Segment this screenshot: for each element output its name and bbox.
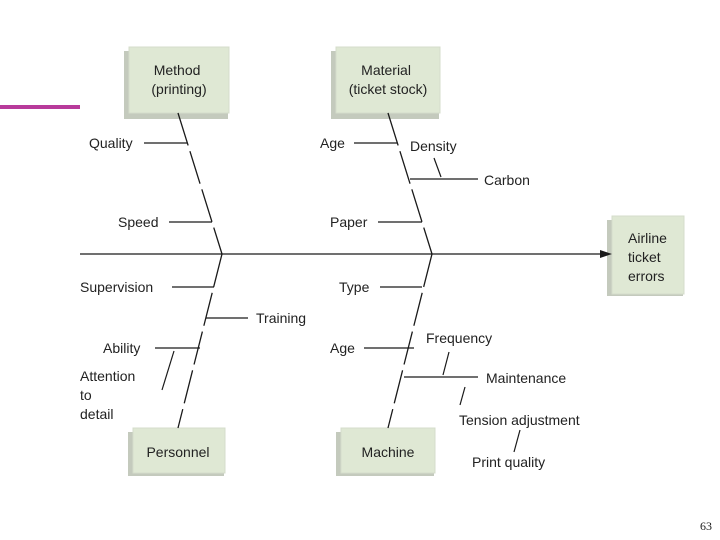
cause-paper: Paper [330,214,368,230]
cause-training: Training [256,310,306,326]
method-title: Method [154,62,201,78]
category-box-material: Material (ticket stock) [331,46,441,119]
category-box-method: Method (printing) [124,46,230,119]
category-box-personnel: Personnel [128,427,226,476]
frequency-stub [442,351,450,376]
spine-arrowhead [600,250,612,258]
cause-supervision: Supervision [80,279,153,295]
material-title: Material [361,62,411,78]
page-number: 63 [700,519,712,533]
effect-line-3: errors [628,268,665,284]
svg-text:Airline ticket err: Airline ticket errors [628,230,671,284]
personnel-bone [177,253,223,429]
personnel-title: Personnel [146,444,209,460]
effect-box: Airline ticket errors [607,215,685,296]
machine-bone [387,253,433,429]
material-subtitle: (ticket stock) [349,81,428,97]
svg-text:Material (ticket stock): Material (ticket stock) [349,62,428,97]
effect-line-1: Airline [628,230,667,246]
cause-machine-age: Age [330,340,355,356]
cause-frequency: Frequency [426,330,492,346]
cause-print-quality: Print quality [472,454,545,470]
cause-density: Density [410,138,457,154]
print-quality-stub [513,429,521,453]
density-stub [433,157,442,178]
machine-title: Machine [362,444,415,460]
attention-stub [161,350,175,391]
effect-line-2: ticket [628,249,661,265]
accent-bar [0,105,80,109]
svg-text:Method (printing): Method (printing) [151,62,206,97]
cause-type: Type [339,279,370,295]
category-box-machine: Machine [336,427,436,476]
cause-material-age: Age [320,135,345,151]
material-bone [387,112,433,255]
cause-carbon: Carbon [484,172,530,188]
cause-tension-adjustment: Tension adjustment [459,412,580,428]
cause-maintenance: Maintenance [486,370,566,386]
cause-speed: Speed [118,214,158,230]
method-subtitle: (printing) [151,81,206,97]
cause-quality: Quality [89,135,133,151]
tension-stub [459,386,466,406]
method-bone [177,112,223,255]
cause-attention-to-detail: Attention to detail [80,368,139,422]
cause-ability: Ability [103,340,140,356]
